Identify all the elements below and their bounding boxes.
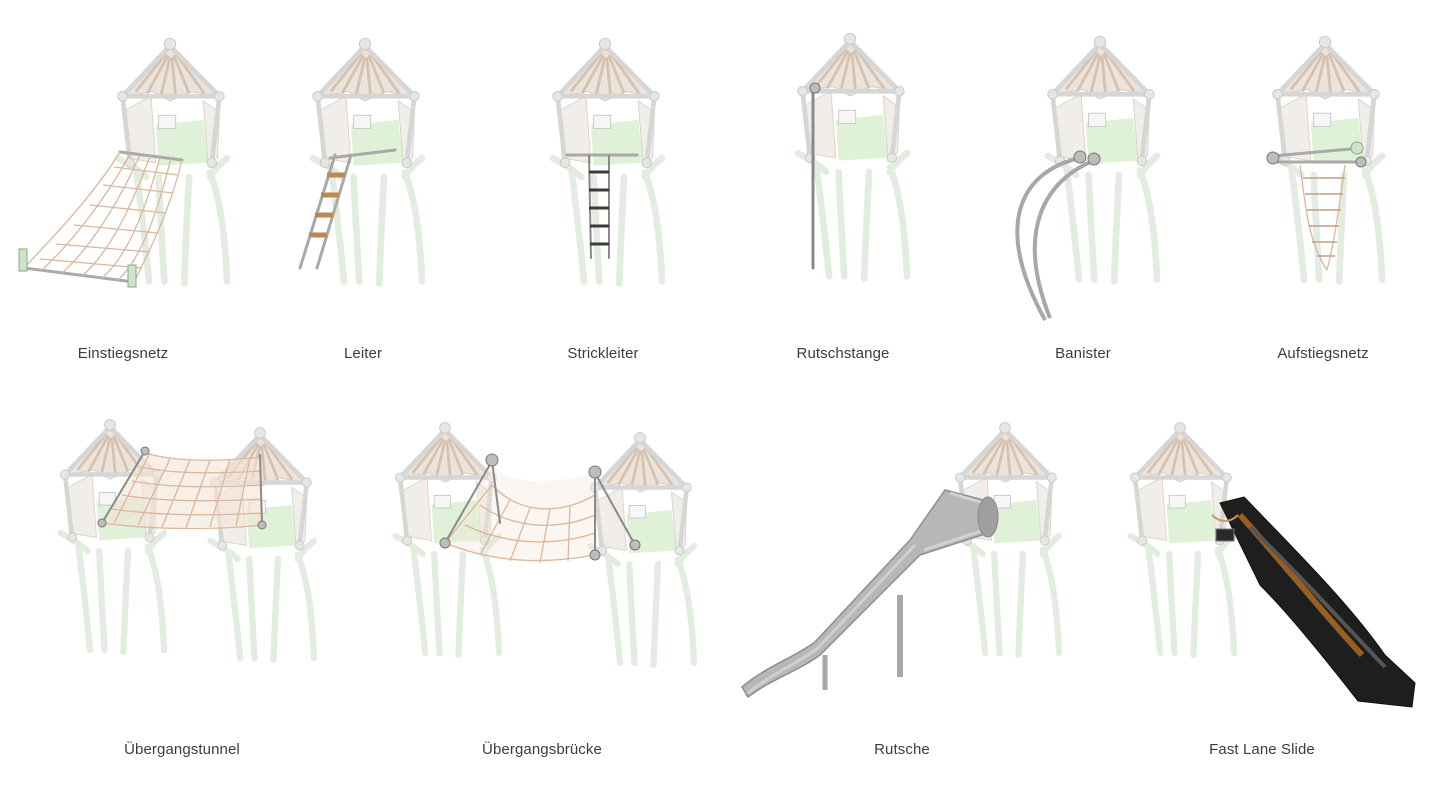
caption-uebergangstunnel: Übergangstunnel [124,741,240,758]
strickleiter-image [525,30,725,300]
product-strickleiter[interactable] [525,30,725,300]
fast-lane-slide-image [1100,405,1416,708]
rutschstange-image [765,30,965,300]
caption-rutschstange: Rutschstange [796,345,890,362]
caption-fast-lane-slide: Fast Lane Slide [1209,741,1315,758]
caption-strickleiter: Strickleiter [567,345,639,362]
product-uebergangsbruecke[interactable] [380,405,710,665]
product-aufstiegsnetz[interactable] [1245,30,1405,300]
caption-einstiegsnetz: Einstiegsnetz [77,345,169,362]
caption-aufstiegsnetz: Aufstiegsnetz [1277,345,1369,362]
leiter-image [298,30,485,300]
product-leiter[interactable] [285,30,485,300]
aufstiegsnetz-image [1266,30,1405,300]
product-rutsche[interactable] [740,405,1070,705]
product-fast-lane-slide[interactable] [1100,405,1430,725]
caption-leiter: Leiter [343,345,383,362]
product-uebergangstunnel[interactable] [50,405,320,665]
caption-rutsche: Rutsche [874,741,930,758]
uebergangstunnel-image [50,405,320,665]
einstiegsnetz-image [18,30,240,288]
product-banister[interactable] [995,30,1195,330]
banister-image [1015,30,1195,321]
rutsche-image [741,405,1070,699]
product-rutschstange[interactable] [765,30,965,300]
caption-banister: Banister [1055,345,1111,362]
uebergangsbruecke-image [380,405,710,665]
caption-uebergangsbruecke: Übergangsbrücke [482,741,602,758]
product-einstiegsnetz[interactable] [10,30,240,300]
